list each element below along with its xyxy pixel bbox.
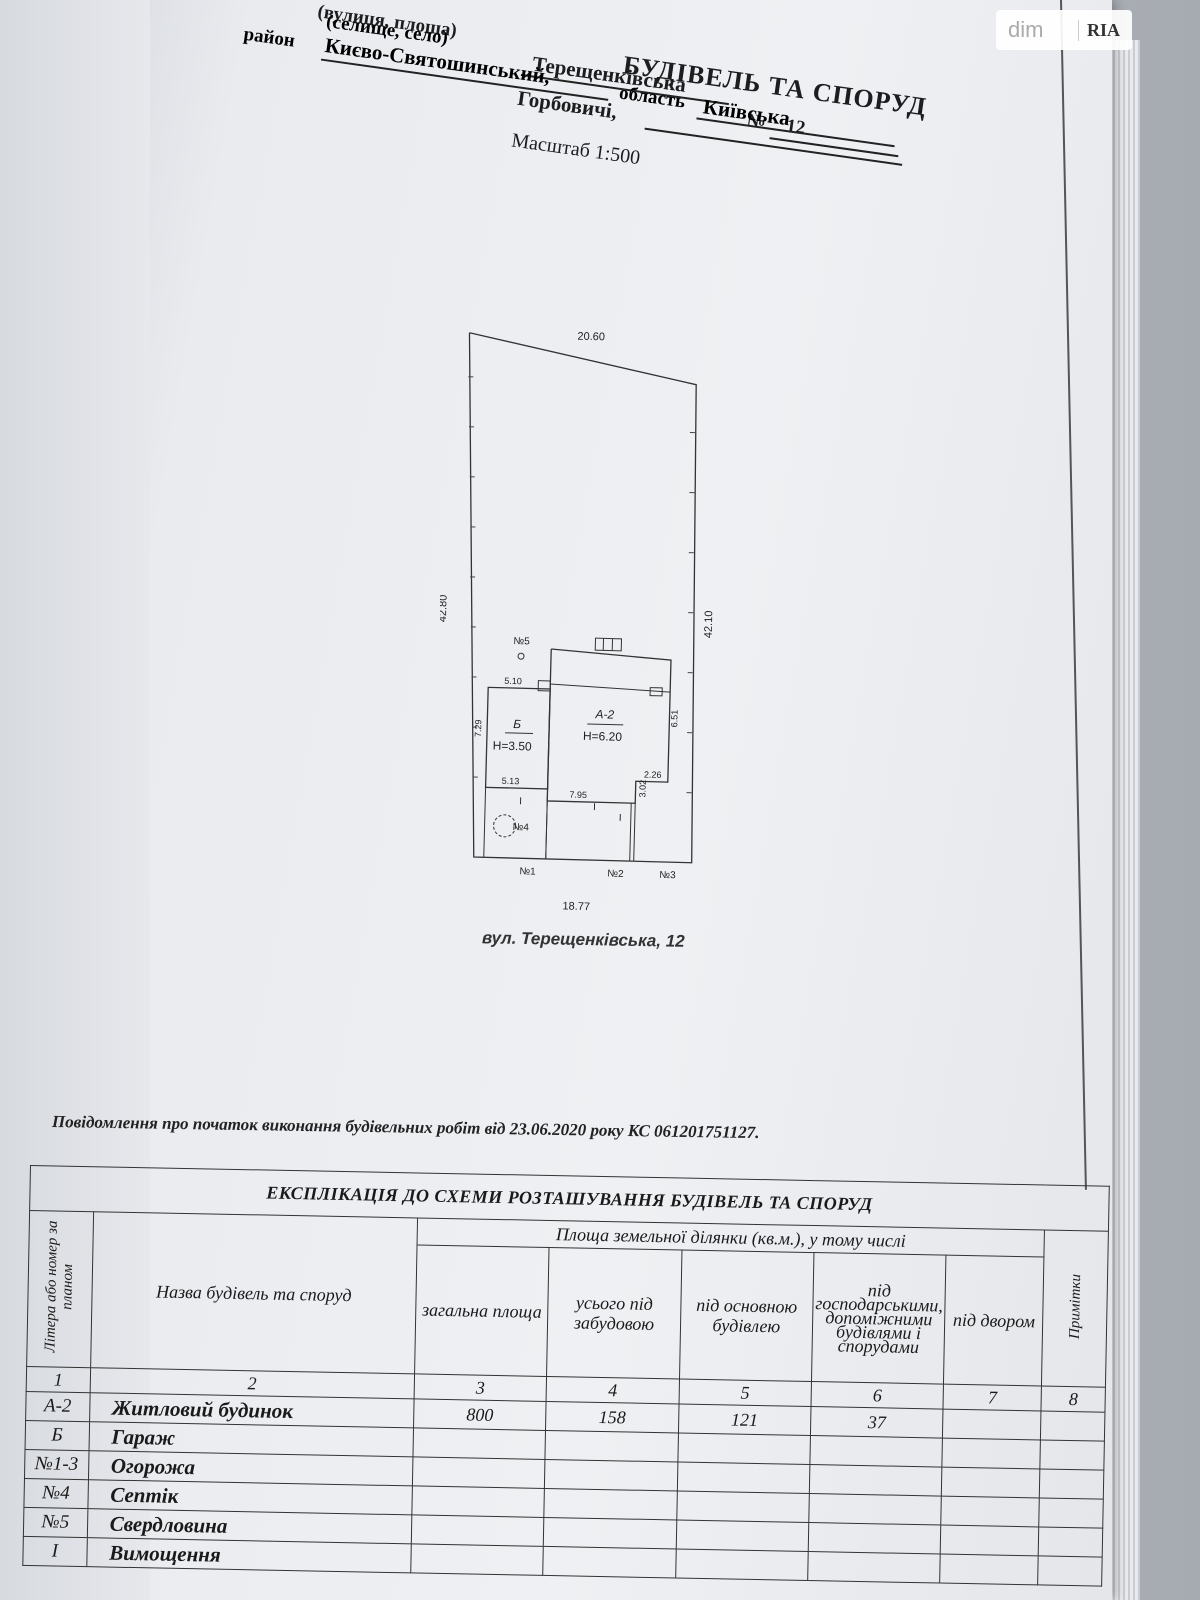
marker-n2: №2 — [607, 869, 624, 880]
col-aux-header: під господарськими, допоміжними будівлям… — [811, 1252, 947, 1385]
porch-steps — [594, 637, 623, 652]
marker-n1: №1 — [519, 866, 536, 877]
frame-border — [1060, 0, 1087, 1190]
dim-a-right: 6.51 — [669, 710, 679, 728]
region-label: область — [617, 82, 687, 113]
col-built-header: усього під забудовою — [546, 1247, 682, 1380]
building-a-height: H=6.20 — [583, 729, 623, 744]
site-plan: 20.60 42.80 42.10 18.77 5.10 7.29 5.13 6… — [440, 331, 716, 914]
building-b-letter: Б — [513, 717, 521, 731]
fence-mark-1: І — [519, 796, 522, 807]
col-yard-header: під двором — [943, 1255, 1045, 1386]
dim-b-bottom: 5.13 — [502, 776, 520, 786]
building-a-letter: А-2 — [594, 707, 614, 722]
page-fold — [0, 0, 150, 1600]
dim-b-top: 5.10 — [504, 676, 522, 686]
dim-top: 20.60 — [577, 331, 605, 344]
document-page: БУДІВЕЛЬ ТА СПОРУД (вулиця, площа) Терещ… — [0, 0, 1112, 1600]
dim-bottom: 18.77 — [562, 900, 590, 913]
marker-n5: №5 — [513, 636, 530, 647]
explication-table-wrapper: ЕКСПЛІКАЦІЯ ДО СХЕМИ РОЗТАШУВАННЯ БУДІВЕ… — [21, 1165, 1112, 1600]
lot-boundary — [468, 332, 697, 864]
col-notes-header: Примітки — [1041, 1229, 1109, 1388]
dim-left: 42.80 — [440, 594, 450, 622]
plan-street-label: вул. Терещенківська, 12 — [481, 928, 685, 951]
boundary-ticks — [468, 376, 695, 794]
explication-table: ЕКСПЛІКАЦІЯ ДО СХЕМИ РОЗТАШУВАННЯ БУДІВЕ… — [22, 1165, 1110, 1587]
watermark-logo: dim RIA — [996, 10, 1132, 50]
col-letter-header: Літера або номер за планом — [26, 1210, 94, 1368]
building-a-outline — [546, 648, 672, 804]
district-line: (селище, село) район Києво-Святошинський… — [222, 0, 943, 285]
fence-mark-2: І — [593, 802, 596, 813]
dim-right: 42.10 — [703, 610, 716, 638]
col-name-header: Назва будівель та споруд — [90, 1211, 418, 1374]
dim-a-step: 2.26 — [644, 769, 662, 779]
col-total-header: загальна площа — [414, 1244, 550, 1377]
marker-n3: №3 — [659, 870, 676, 881]
dim-b-side: 7.29 — [473, 719, 483, 737]
dim-a-step-v: 3.02 — [637, 780, 647, 798]
building-b-height: H=3.50 — [492, 738, 532, 753]
watermark-ria: RIA — [1078, 19, 1120, 41]
watermark-dim: dim — [1008, 17, 1044, 42]
district-label: район — [242, 23, 297, 52]
col-main-header: під основною будівлею — [679, 1250, 814, 1382]
dim-a-bottom: 7.95 — [569, 790, 587, 800]
underline-region — [696, 117, 895, 147]
construction-notice: Повідомлення про початок виконання будів… — [51, 1112, 760, 1143]
well-symbol — [517, 652, 525, 660]
marker-n4: №4 — [512, 822, 529, 833]
fence-mark-3: І — [619, 813, 622, 824]
